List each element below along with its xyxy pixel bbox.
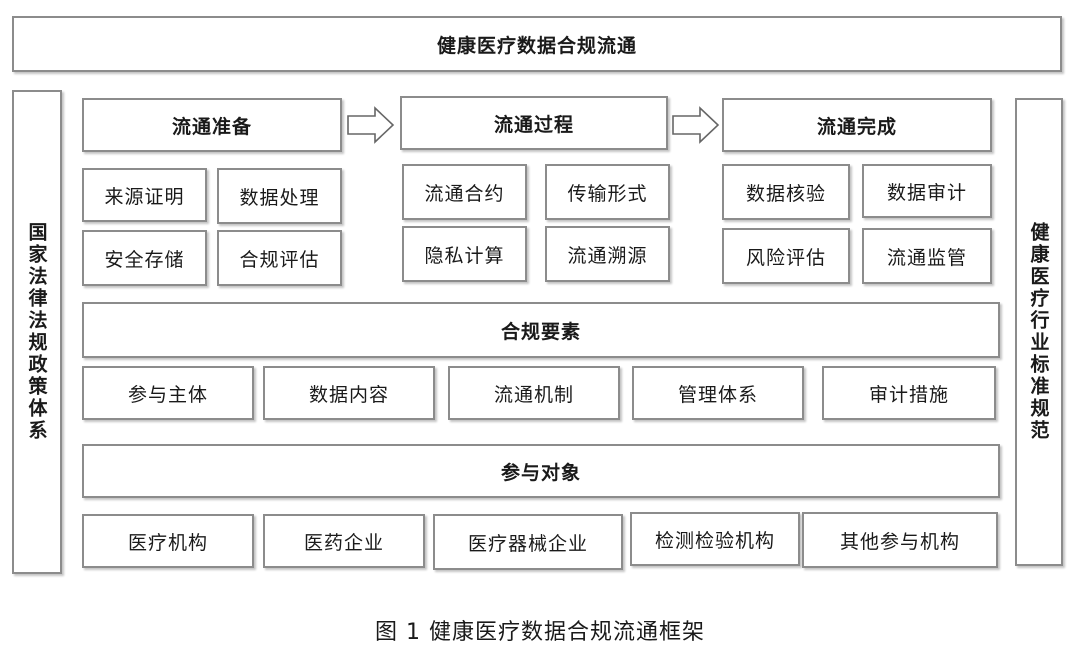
stage-item: 数据核验 [722,164,850,220]
framework-title: 健康医疗数据合规流通 [12,16,1062,72]
stage-item: 传输形式 [545,164,670,220]
stage-completion: 流通完成 [722,98,992,152]
stage-item: 合规评估 [217,230,342,286]
stage-item: 流通溯源 [545,226,670,282]
compliance-item: 数据内容 [263,366,435,420]
right-arrow-icon [672,106,720,144]
participant-item: 医疗器械企业 [433,514,623,570]
left-pillar-label: 国家法律法规政策体系 [25,222,48,442]
compliance-header: 合规要素 [82,302,1000,358]
compliance-item: 管理体系 [632,366,804,420]
figure-caption: 图 1 健康医疗数据合规流通框架 [375,620,705,645]
participant-item: 医药企业 [263,514,425,568]
stage-item: 安全存储 [82,230,207,286]
stage-preparation: 流通准备 [82,98,342,152]
participants-header: 参与对象 [82,444,1000,498]
right-pillar-label: 健康医疗行业标准规范 [1027,222,1050,442]
stage-item: 流通监管 [862,228,992,284]
stage-item: 风险评估 [722,228,850,284]
participant-item: 其他参与机构 [802,512,998,568]
participant-item: 医疗机构 [82,514,254,568]
stage-process: 流通过程 [400,96,668,150]
compliance-item: 参与主体 [82,366,254,420]
stage-item: 来源证明 [82,168,207,222]
left-pillar: 国家法律法规政策体系 [12,90,62,574]
stage-item: 流通合约 [402,164,527,220]
compliance-item: 流通机制 [448,366,620,420]
stage-item: 隐私计算 [402,226,527,282]
compliance-item: 审计措施 [822,366,996,420]
right-pillar: 健康医疗行业标准规范 [1015,98,1063,566]
participant-item: 检测检验机构 [630,512,800,566]
right-arrow-icon [347,106,395,144]
stage-item: 数据处理 [217,168,342,224]
stage-item: 数据审计 [862,164,992,218]
